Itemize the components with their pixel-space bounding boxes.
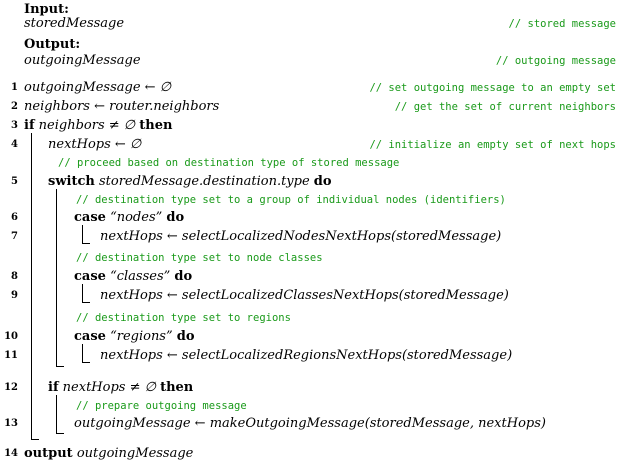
algo-line-1: 1 outgoingMessage ← ∅ // set outgoing me… — [0, 78, 624, 98]
line-number: 13 — [4, 418, 18, 429]
condition: nextHops ≠ ∅ — [62, 380, 156, 395]
condition: neighbors ≠ ∅ — [38, 118, 136, 133]
line-number: 9 — [11, 290, 18, 301]
if-block-rule-end — [31, 439, 39, 440]
comment-proceed-row: // proceed based on destination type of … — [0, 153, 624, 173]
case-nodes-rule — [82, 225, 83, 243]
keyword-if: if — [24, 118, 35, 133]
output-value-row: outgoingMessage // outgoing message — [0, 51, 624, 71]
line-number: 3 — [11, 120, 18, 131]
algo-line-12: 12 if nextHops ≠ ∅ then — [0, 378, 624, 398]
comment-regions-row: // destination type set to regions — [0, 308, 624, 328]
line-code: if nextHops ≠ ∅ then — [48, 378, 193, 398]
keyword-case: case — [74, 329, 106, 344]
line-number: 5 — [11, 176, 18, 187]
output-value: outgoingMessage — [76, 446, 194, 461]
input-label-row: Input: — [0, 0, 624, 20]
algo-line-13: 13 outgoingMessage ← makeOutgoingMessage… — [0, 414, 624, 434]
line-code: case “nodes” do — [74, 208, 184, 228]
comment-prepare: // prepare outgoing message — [76, 400, 247, 412]
line-code: nextHops ← selectLocalizedRegionsNextHop… — [100, 348, 513, 363]
algo-line-9: 9 nextHops ← selectLocalizedClassesNextH… — [0, 286, 624, 306]
line-number: 6 — [11, 212, 18, 223]
case-nodes-rule-end — [82, 243, 90, 244]
output-label-row: Output: — [0, 35, 624, 55]
line-number: 2 — [11, 101, 18, 112]
comment-classes: // destination type set to node classes — [76, 252, 323, 264]
algo-line-2: 2 neighbors ← router.neighbors // get th… — [0, 97, 624, 117]
line-number: 10 — [4, 331, 18, 342]
comment-classes-row: // destination type set to node classes — [0, 248, 624, 268]
keyword-do: do — [176, 329, 195, 344]
line-number: 8 — [11, 271, 18, 282]
case-label: “classes” — [110, 269, 171, 284]
keyword-if: if — [48, 380, 59, 395]
keyword-case: case — [74, 269, 106, 284]
algo-line-7: 7 nextHops ← selectLocalizedNodesNextHop… — [0, 227, 624, 247]
case-regions-rule-end — [82, 362, 90, 363]
keyword-then: then — [139, 118, 173, 133]
line-code: switch storedMessage.destination.type do — [48, 172, 332, 192]
keyword-output: output — [24, 446, 73, 461]
algo-line-3: 3 if neighbors ≠ ∅ then — [0, 116, 624, 136]
switch-block-rule — [56, 189, 57, 366]
input-label: Input: — [24, 2, 69, 17]
line-code: case “classes” do — [74, 267, 192, 287]
line-code: nextHops ← selectLocalizedNodesNextHops(… — [100, 229, 502, 244]
line-comment: // get the set of current neighbors — [394, 101, 616, 113]
if-nexthops-rule-end — [56, 433, 64, 434]
if-nexthops-rule — [56, 395, 57, 433]
keyword-do: do — [174, 269, 193, 284]
switch-block-rule-end — [56, 366, 64, 367]
keyword-switch: switch — [48, 174, 95, 189]
case-classes-rule — [82, 284, 83, 302]
case-classes-rule-end — [82, 302, 90, 303]
line-number: 4 — [11, 139, 18, 150]
case-regions-rule — [82, 344, 83, 362]
algo-line-4: 4 nextHops ← ∅ // initialize an empty se… — [0, 135, 624, 155]
line-code: output outgoingMessage — [24, 444, 193, 464]
line-code: if neighbors ≠ ∅ then — [24, 116, 172, 136]
line-code: outgoingMessage ← makeOutgoingMessage(st… — [74, 416, 546, 431]
algo-line-5: 5 switch storedMessage.destination.type … — [0, 172, 624, 192]
output-value: outgoingMessage — [24, 53, 141, 68]
algo-line-6: 6 case “nodes” do — [0, 208, 624, 228]
switch-expr: storedMessage.destination.type — [98, 174, 310, 189]
line-code: outgoingMessage ← ∅ — [24, 80, 172, 95]
keyword-then: then — [160, 380, 194, 395]
keyword-do: do — [166, 210, 185, 225]
line-code: case “regions” do — [74, 327, 195, 347]
line-code: neighbors ← router.neighbors — [24, 99, 220, 114]
line-number: 11 — [4, 350, 18, 361]
line-comment: // initialize an empty set of next hops — [369, 139, 616, 151]
line-number: 14 — [4, 448, 18, 459]
comment-regions: // destination type set to regions — [76, 312, 291, 324]
keyword-do: do — [313, 174, 332, 189]
algo-line-10: 10 case “regions” do — [0, 327, 624, 347]
if-block-rule — [31, 133, 32, 439]
line-number: 7 — [11, 231, 18, 242]
case-label: “nodes” — [110, 210, 163, 225]
line-code: nextHops ← selectLocalizedClassesNextHop… — [100, 288, 509, 303]
input-value-row: storedMessage // stored message — [0, 14, 624, 34]
input-value: storedMessage — [24, 16, 125, 31]
line-comment: // set outgoing message to an empty set — [369, 82, 616, 94]
line-number: 1 — [11, 82, 18, 93]
line-number: 12 — [4, 382, 18, 393]
algo-line-11: 11 nextHops ← selectLocalizedRegionsNext… — [0, 346, 624, 366]
comment-nodes-row: // destination type set to a group of in… — [0, 190, 624, 210]
line-code: nextHops ← ∅ — [48, 137, 142, 152]
output-comment: // outgoing message — [495, 55, 616, 67]
output-label: Output: — [24, 37, 81, 52]
input-comment: // stored message — [508, 18, 616, 30]
comment-nodes: // destination type set to a group of in… — [76, 194, 506, 206]
algo-line-14: 14 output outgoingMessage — [0, 444, 624, 464]
keyword-case: case — [74, 210, 106, 225]
comment-proceed: // proceed based on destination type of … — [58, 157, 400, 169]
case-label: “regions” — [110, 329, 173, 344]
algo-line-8: 8 case “classes” do — [0, 267, 624, 287]
comment-prepare-row: // prepare outgoing message — [0, 396, 624, 416]
